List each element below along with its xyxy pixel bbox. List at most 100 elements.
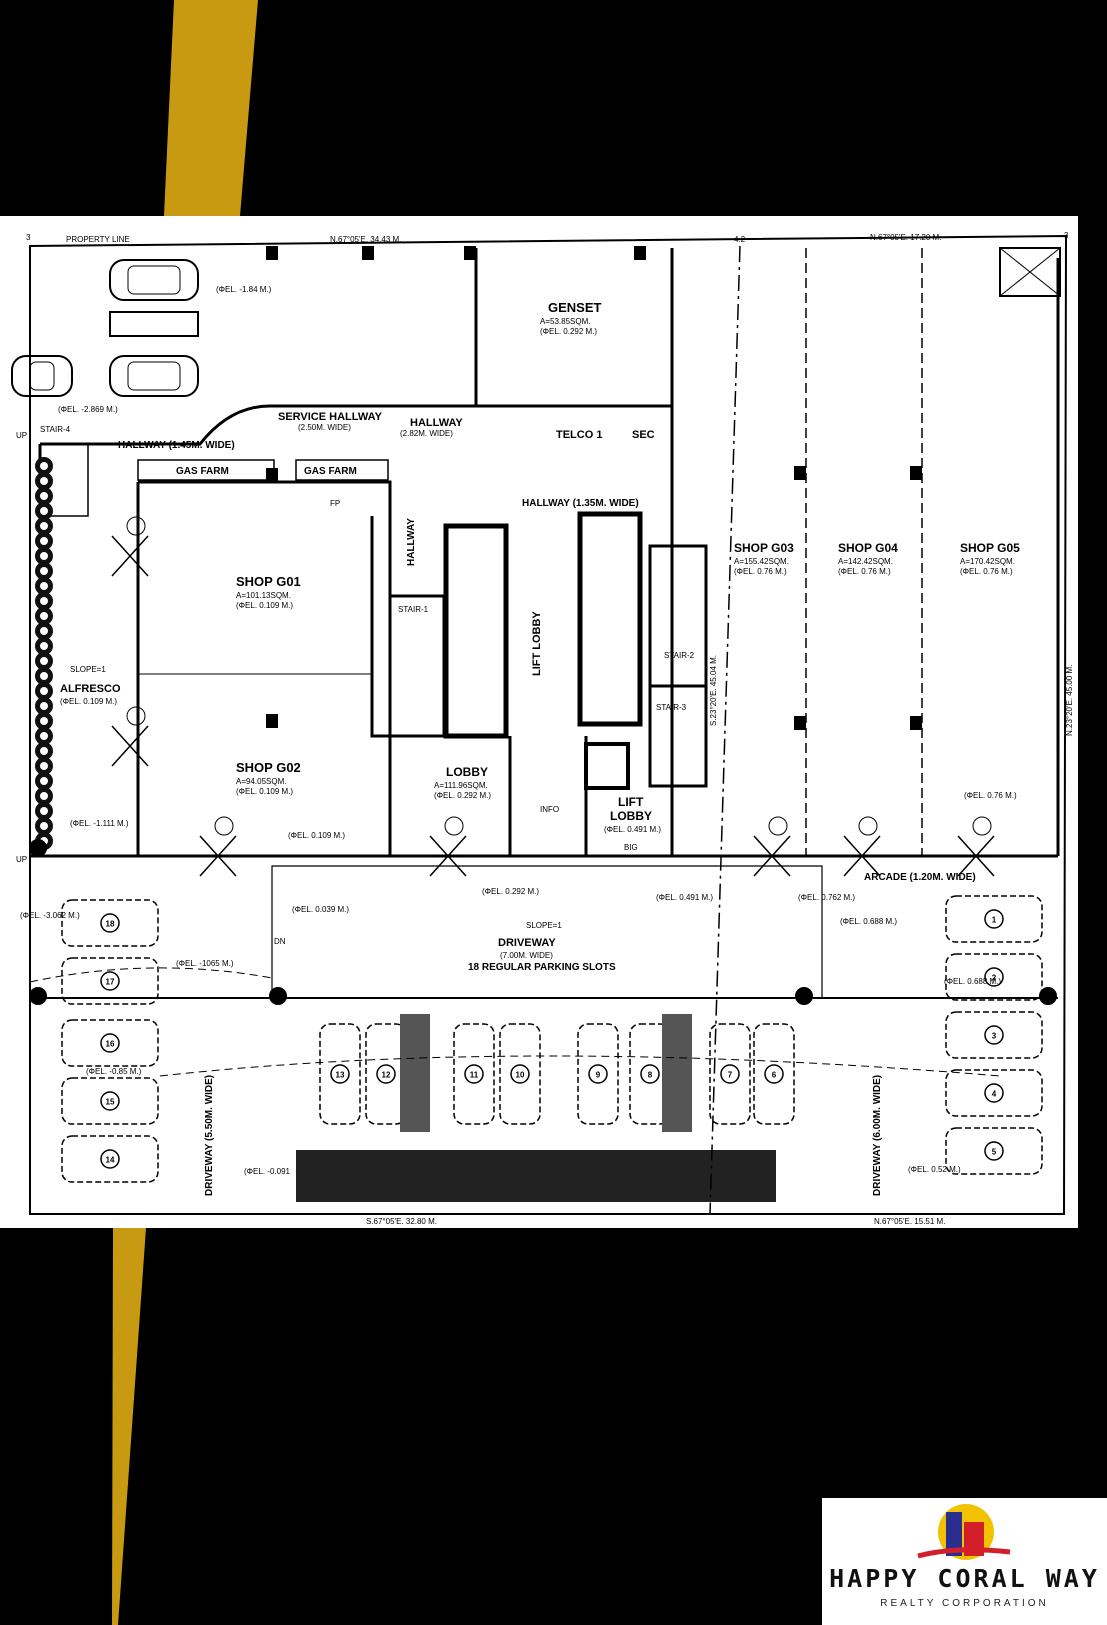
small-lift [584, 742, 630, 790]
tree-core [40, 792, 48, 800]
cars [11, 259, 199, 397]
parking-slot [61, 1135, 159, 1183]
parking-slot [709, 1023, 751, 1125]
tree-core [40, 747, 48, 755]
parking-slot [61, 957, 159, 1005]
parking-slot-number: 7 [728, 1071, 733, 1080]
parking-slot [753, 1023, 795, 1125]
square-column [266, 468, 278, 482]
parking-slot-number: 6 [772, 1071, 777, 1080]
label-genset: GENSET [548, 300, 602, 315]
door-tag [214, 816, 234, 836]
parking-slot-badge [640, 1064, 660, 1084]
door-swing [111, 725, 149, 767]
el-left-mid: (ΦEL. -3.062 M.) [20, 911, 80, 920]
parking-slot-number: 9 [596, 1071, 601, 1080]
label-lift-lobby-vertical: LIFT LOBBY [531, 611, 543, 676]
elevator-bank-left [443, 523, 509, 739]
label-lobby-el: (ΦEL. 0.292 M.) [434, 791, 491, 800]
parking-slot-badge [984, 1141, 1004, 1161]
label-driveway: DRIVEWAY [498, 937, 556, 949]
gas-farm-1 [137, 459, 275, 481]
generator-cross [999, 247, 1061, 297]
tree-column [35, 457, 53, 850]
el-parking-slot: (ΦEL. -0.85 M.) [86, 1067, 142, 1076]
parking-slot-badge [984, 1083, 1004, 1103]
logo-name: HAPPY CORAL WAY [829, 1564, 1100, 1593]
el-parking-top: (ΦEL. -1.84 M.) [216, 285, 272, 294]
parking-slot [319, 1023, 361, 1125]
label-shop-g05-el: (ΦEL. 0.76 M.) [960, 567, 1013, 576]
parking-slot-number: 10 [516, 1071, 525, 1080]
tree-core [40, 732, 48, 740]
square-column [362, 246, 374, 260]
label-top-left-bearing: N.67°05'E. 34.43 M. [330, 235, 401, 244]
label-shop-g02-area: A=94.05SQM. [236, 777, 286, 786]
tree-core [40, 657, 48, 665]
label-dn: DN [274, 937, 286, 946]
parking-slot [945, 1011, 1043, 1059]
parking-slot-badge [100, 1091, 120, 1111]
door-swing [753, 835, 791, 877]
parked-car [109, 355, 199, 397]
property-line [29, 234, 1068, 1215]
tree-core [40, 777, 48, 785]
tree-core [40, 702, 48, 710]
label-info: INFO [540, 805, 559, 814]
label-lift-lobby-el: (ΦEL. 0.491 M.) [604, 825, 661, 834]
parking-slot-badge [100, 1149, 120, 1169]
parking-slot-number: 16 [106, 1040, 115, 1049]
tree-core [40, 477, 48, 485]
label-hallway-a: HALLWAY [410, 417, 463, 429]
round-column [795, 987, 813, 1005]
label-alfresco-slope: SLOPE=1 [70, 665, 106, 674]
tree-core [40, 717, 48, 725]
driveway-dashed-bottom [159, 1055, 1001, 1077]
label-alfresco: ALFRESCO [60, 683, 121, 695]
door-swing [843, 835, 881, 877]
label-lobby: LOBBY [446, 765, 488, 779]
square-column [910, 466, 922, 480]
label-genset-area: A=53.85SQM. [540, 317, 590, 326]
tree-core [40, 507, 48, 515]
tree-core [40, 807, 48, 815]
label-gas-farm-2: GAS FARM [304, 466, 357, 477]
planter [296, 1150, 776, 1202]
label-point-tr: 3 [1064, 231, 1069, 240]
tree-core [40, 537, 48, 545]
round-column [29, 839, 47, 857]
gas-farm-2 [295, 459, 389, 481]
stair-1-box [388, 594, 446, 738]
parking-slot-number: 4 [992, 1090, 997, 1099]
label-shop-g03-area: A=155.42SQM. [734, 557, 789, 566]
company-logo: HAPPY CORAL WAY REALTY CORPORATION [822, 1498, 1107, 1625]
label-service-hallway: SERVICE HALLWAY [278, 411, 383, 423]
parking-slot [61, 1077, 159, 1125]
round-column [269, 987, 287, 1005]
stair-3-box [648, 684, 708, 788]
label-shop-g02-el: (ΦEL. 0.109 M.) [236, 787, 293, 796]
label-shop-g02: SHOP G02 [236, 760, 301, 775]
parking-slot-badge [464, 1064, 484, 1084]
parking-slot-badge [100, 913, 120, 933]
tree-core [40, 567, 48, 575]
square-column [266, 714, 278, 728]
label-shop-g01-area: A=101.13SQM. [236, 591, 291, 600]
door-swing [199, 835, 237, 877]
driveway-dashed-left [29, 967, 273, 983]
parking-slot-badge [100, 971, 120, 991]
label-parking-note: 18 REGULAR PARKING SLOTS [468, 962, 616, 973]
parking-slot-number: 18 [106, 920, 115, 929]
tree-core [40, 762, 48, 770]
label-telco: TELCO 1 [556, 429, 602, 441]
el-left-mid-2: (ΦEL. -1065 M.) [176, 959, 234, 968]
car-roof [127, 361, 181, 391]
label-shop-g01: SHOP G01 [236, 574, 301, 589]
wall-service-hall [40, 404, 672, 446]
el-right-drive-2: (ΦEL. 0.688 M.) [944, 977, 1001, 986]
tree-core [40, 612, 48, 620]
parking-slot-badge [984, 967, 1004, 987]
el-left-top: (ΦEL. -2.869 M.) [58, 405, 118, 414]
